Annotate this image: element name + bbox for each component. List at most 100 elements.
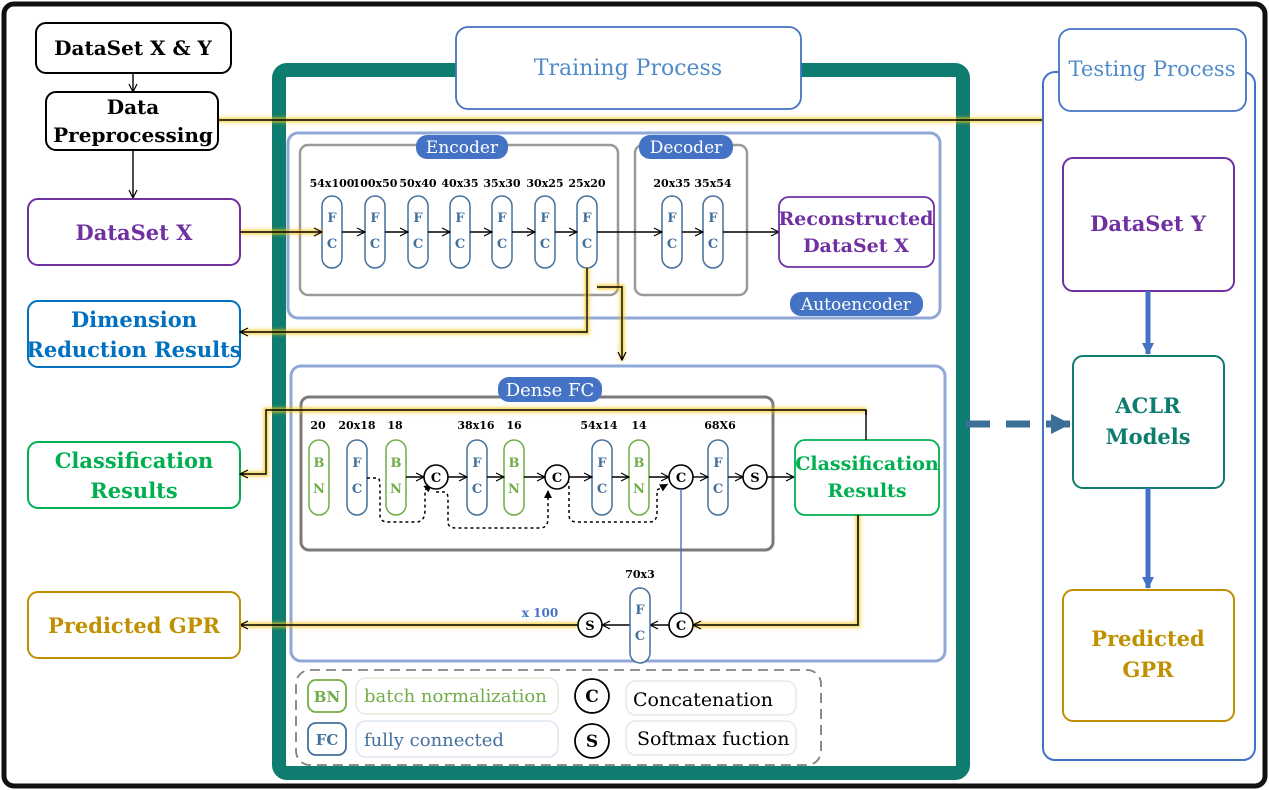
concat-symbol: C [676,471,686,486]
layer-letter-top: B [391,456,402,471]
autoencoder-label: Autoencoder [800,295,912,315]
encoder-label: Encoder [426,138,499,158]
decoder-box [633,143,749,297]
layer-dim: 100x50 [353,177,398,190]
encoder-layer: 54x100 F C [310,177,355,269]
layer-letter-top: F [540,211,550,226]
layer-dim: 20x18 [338,419,376,432]
layer-letter-top: F [455,211,465,226]
dense-fc-layer: 38x16 F C [457,419,495,516]
bn-layer [628,439,650,516]
layer-letter-bottom: C [370,237,380,252]
dense-fc-label: Dense FC [506,380,595,401]
bn-legend-swatch [307,679,347,713]
fc-layer [702,195,724,269]
training-process-title: Training Process [534,56,722,81]
arrow-dense-to-classification [240,409,867,474]
layer-letter-bottom: C [497,237,507,252]
layer-letter-bottom: N [633,482,645,497]
layer-dim: 50x40 [399,177,437,190]
predicted-gpr-label: Predicted GPR [48,613,220,638]
layer-dim: 14 [631,419,647,432]
concat-legend-abbr: C [585,687,599,707]
layer-letter-top: F [497,211,507,226]
encoder-badge [416,135,508,159]
layer-letter-bottom: C [413,237,423,252]
layer-dim: 16 [506,419,522,432]
decoder-badge [639,135,733,159]
concat-node: C [544,464,570,490]
layer-letter-top: B [509,456,520,471]
testing-process-tab [1058,28,1247,112]
concat-symbol: C [676,619,686,634]
legend-bn: BN batch normalization [307,677,559,715]
dense-fc-layer: 20x18 F C [338,419,376,516]
dataset-y-label: DataSet Y [1090,211,1207,236]
reconstructed-dataset-box [778,196,935,268]
softmax-legend-text: Softmax fuction [637,728,790,750]
fc-layer [466,439,488,516]
layer-letter-bottom: N [390,482,402,497]
dense-fc-badge [498,377,602,402]
fc-layer [407,195,429,269]
gpr-fc-layer [629,587,651,664]
testing-process-title: Testing Process [1069,57,1236,81]
layer-letter-bottom: C [713,482,723,497]
layer-letter-top: B [314,456,325,471]
concat-symbol: C [431,471,441,486]
layer-dim: 40x35 [441,177,478,190]
layer-letter-top: F [713,456,723,471]
classification-results-label-2: Results [90,478,177,503]
predicted-gpr-box [27,591,241,659]
legend-fc: FC fully connected [307,720,559,758]
layer-letter-top: F [667,211,677,226]
fc-legend-abbr: FC [316,731,339,749]
legend-softmax: S Softmax fuction [574,720,797,759]
bn-layer [503,439,525,516]
gpr-fc-dim: 70x3 [625,568,655,581]
dataset-x-label: DataSet X [76,220,194,245]
bn-legend-abbr: BN [314,688,341,706]
bn-layer [308,439,330,516]
concat-node: C [668,464,694,490]
bn-layer [385,439,407,516]
softmax-legend-textbox [625,720,797,756]
layer-letter-bottom: C [597,482,607,497]
layer-letter-bottom: C [582,237,592,252]
layer-letter-top: F [352,456,362,471]
layer-dim: 20x35 [653,177,690,190]
decoder-layers: 20x35 F C 35x54 F C [653,177,732,269]
fc-legend-textbox [355,720,559,758]
training-process-tab [455,26,802,110]
concat-symbol: C [552,471,562,486]
reconstructed-label-1: Reconstructed [779,208,934,230]
dense-bn-layer: 18 B N [385,419,407,516]
fc-layer [707,439,729,516]
softmax-symbol: S [750,471,759,486]
fc-legend-text: fully connected [364,730,504,751]
aclr-models-box [1072,355,1225,489]
layer-dim: 25x20 [568,177,606,190]
aclr-models-label-1: ACLR [1114,393,1181,418]
dense-classification-box [794,439,940,516]
layer-letter-top: F [370,211,380,226]
testing-gpr-label-2: GPR [1122,657,1174,682]
layer-letter-bottom: N [313,482,325,497]
dense-classification-label-2: Results [827,480,906,502]
layer-letter-bottom: C [472,482,482,497]
layer-letter-bottom: C [708,237,718,252]
softmax-node: S [742,464,768,490]
decoder-layer: 35x54 F C [694,177,732,269]
layer-dim: 54x100 [310,177,355,190]
layer-dim: 35x30 [483,177,521,190]
encoder-layer: 25x20 F C [568,177,606,269]
dataset-xy-label: DataSet X & Y [54,36,212,60]
layer-letter-bottom: N [508,482,520,497]
layer-letter-bottom: C [667,237,677,252]
encoder-layers: 54x100 F C 100x50 F C 50x40 F C 40x35 F … [310,177,606,269]
bn-legend-text: batch normalization [364,686,547,707]
layer-letter-top: B [634,456,645,471]
preprocessing-box [45,91,219,151]
decoder-label: Decoder [650,138,723,158]
